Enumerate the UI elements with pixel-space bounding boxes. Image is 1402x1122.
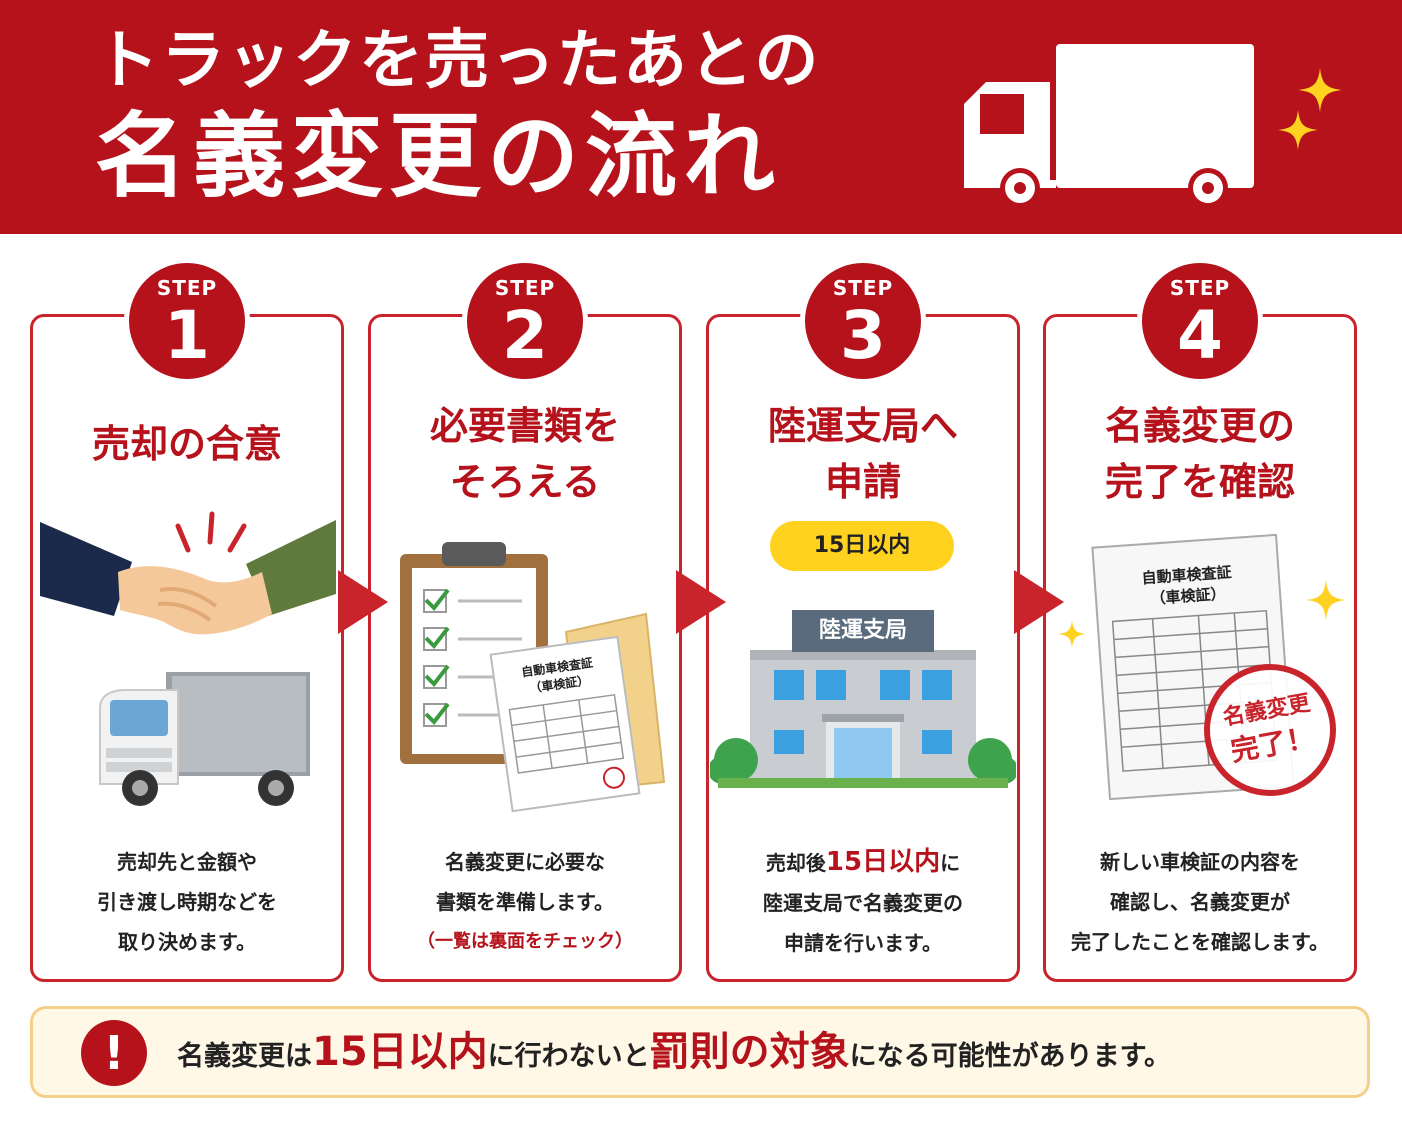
desc-line: 引き渡し時期などを xyxy=(97,890,277,914)
notice-highlight: 罰則の対象 xyxy=(649,1029,850,1075)
desc-line: 売却先と金額や xyxy=(117,850,257,874)
exclamation-icon: ! xyxy=(81,1020,147,1086)
step-desc-3: 売却後15日以内に 陸運支局で名義変更の 申請を行います。 xyxy=(706,842,1020,963)
step-badge-4: STEP 4 xyxy=(1137,258,1263,384)
notice-highlight: 15日以内 xyxy=(312,1029,488,1075)
truck-illustration xyxy=(99,672,310,806)
step-desc-1: 売却先と金額や 引き渡し時期などを 取り決めます。 xyxy=(30,842,344,962)
step-badge-2: STEP 2 xyxy=(462,258,588,384)
step-label: STEP xyxy=(494,276,556,300)
step-title-4: 名義変更の 完了を確認 xyxy=(1043,398,1357,510)
title-line: 完了を確認 xyxy=(1104,460,1295,504)
notice-banner: ! 名義変更は15日以内に行わないと罰則の対象になる可能性があります。 xyxy=(30,1006,1370,1098)
step-title-1: 売却の合意 xyxy=(30,416,344,472)
step-number: 3 xyxy=(840,297,886,374)
header-banner: トラックを売ったあとの 名義変更の流れ xyxy=(0,0,1402,234)
desc-line: 新しい車検証の内容を xyxy=(1100,850,1300,874)
step-number: 2 xyxy=(502,297,548,374)
desc-line: 陸運支局で名義変更の xyxy=(763,891,963,915)
title-line-2: 名義変更の流れ xyxy=(95,103,782,210)
arrow-right-icon xyxy=(676,570,726,634)
truck-icon xyxy=(964,44,1254,208)
desc-line: 取り決めます。 xyxy=(118,930,256,954)
sparkle-icon xyxy=(1058,620,1086,648)
sparkle-icon xyxy=(1306,580,1346,620)
step-label: STEP xyxy=(832,276,894,300)
step-desc-4: 新しい車検証の内容を 確認し、名義変更が 完了したことを確認します。 xyxy=(1043,842,1357,962)
handshake-icon xyxy=(40,511,336,635)
step-number: 4 xyxy=(1177,297,1223,374)
title-line: 売却の合意 xyxy=(91,422,282,466)
desc-line: 確認し、名義変更が xyxy=(1110,890,1290,914)
notice-part: 名義変更は xyxy=(177,1041,312,1072)
step-label: STEP xyxy=(156,276,218,300)
desc-line: 申請を行います。 xyxy=(784,931,942,955)
notice-part: になる可能性があります。 xyxy=(849,1041,1171,1072)
step-number: 1 xyxy=(164,297,210,374)
page-title: トラックを売ったあとの 名義変更の流れ xyxy=(95,18,820,212)
title-line: そろえる xyxy=(449,460,601,504)
desc-highlight: 15日以内 xyxy=(825,847,941,877)
notice-text: 名義変更は15日以内に行わないと罰則の対象になる可能性があります。 xyxy=(177,1009,1171,1095)
sparkle-icon xyxy=(1298,68,1342,112)
desc-text: に xyxy=(940,851,961,875)
building-icon xyxy=(710,650,1016,788)
title-line: 申請 xyxy=(824,460,901,504)
notice-part: に行わないと xyxy=(487,1041,650,1072)
document-table xyxy=(508,693,625,789)
sparkle-icon xyxy=(1278,110,1318,150)
desc-line: 売却後15日以内に xyxy=(706,842,1020,883)
title-line: 名義変更の xyxy=(1104,404,1295,448)
step-desc-2: 名義変更に必要な 書類を準備します。 （一覧は裏面をチェック） xyxy=(368,842,682,962)
title-line: 陸運支局へ xyxy=(767,404,958,448)
step-title-2: 必要書類を そろえる xyxy=(368,398,682,510)
step-title-3: 陸運支局へ 申請 xyxy=(706,398,1020,510)
document-card: 自動車検査証 （車検証） xyxy=(489,635,641,813)
step-badge-1: STEP 1 xyxy=(124,258,250,384)
desc-note: （一覧は裏面をチェック） xyxy=(417,931,633,952)
arrow-right-icon xyxy=(1014,570,1064,634)
building-sign: 陸運支局 xyxy=(792,610,934,652)
title-line: 必要書類を xyxy=(429,404,620,448)
desc-text: 売却後 xyxy=(765,851,826,875)
desc-line: 名義変更に必要な xyxy=(445,850,605,874)
step-card-1 xyxy=(30,314,344,982)
step-label: STEP xyxy=(1169,276,1231,300)
title-line-1: トラックを売ったあとの xyxy=(95,24,821,98)
step-badge-3: STEP 3 xyxy=(800,258,926,384)
desc-line: 完了したことを確認します。 xyxy=(1071,930,1329,954)
deadline-badge: 15日以内 xyxy=(770,521,954,571)
desc-line: 書類を準備します。 xyxy=(436,890,614,914)
arrow-right-icon xyxy=(338,570,388,634)
building: 陸運支局 xyxy=(710,610,1016,790)
